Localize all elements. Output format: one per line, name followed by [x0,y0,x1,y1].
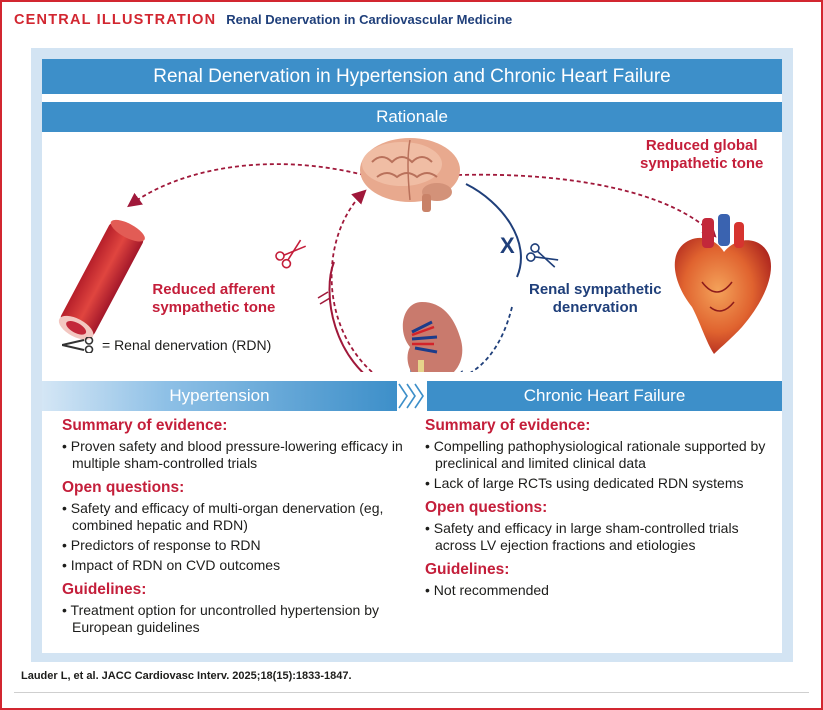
arrow-afferent-dashed [330,189,373,373]
list-item: Safety and efficacy in large sham-contro… [425,520,770,554]
questions-list: Safety and efficacy of multi-organ dener… [62,500,407,574]
blood-vessel-icon [58,219,145,340]
kidney-icon [402,302,463,390]
arrow-brain-to-vessel [127,163,365,208]
figure-title: Renal Denervation in Cardiovascular Medi… [226,12,513,27]
questions-list: Safety and efficacy in large sham-contro… [425,520,770,554]
legend-text: = Renal denervation (RDN) [102,337,272,353]
arrow-efferent-solid [465,183,522,278]
divider [14,692,809,693]
figure-header: CENTRAL ILLUSTRATION Renal Denervation i… [14,11,512,31]
arrow-efferent-dashed [450,306,513,384]
list-item: Impact of RDN on CVD outcomes [62,557,407,574]
section-heading: Open questions: [425,499,548,516]
heart-icon [674,214,772,354]
citation: Lauder L, et al. JACC Cardiovasc Interv.… [21,670,352,682]
chf-column: Summary of evidence: Compelling pathophy… [425,416,770,599]
brain-icon [360,138,460,212]
guidelines-list: Not recommended [425,582,770,599]
main-banner: Renal Denervation in Hypertension and Ch… [42,59,782,94]
list-item: Treatment option for uncontrolled hypert… [62,602,407,636]
legend: = Renal denervation (RDN) [62,337,271,353]
x-mark: X [500,233,515,258]
illustration-panel: Renal Denervation in Hypertension and Ch… [31,48,793,662]
scissors-icon [62,337,94,353]
evidence-list: Proven safety and blood pressure-lowerin… [62,438,407,472]
scissors-icon [275,239,307,269]
chevron-right-icon [398,383,424,409]
section-heading: Summary of evidence: [62,417,228,434]
section-heading: Guidelines: [425,561,510,578]
section-heading: Guidelines: [62,581,147,598]
list-item: Compelling pathophysiological rationale … [425,438,770,472]
tab-hypertension: Hypertension [42,381,397,411]
rationale-banner: Rationale [42,102,782,132]
label-reduced-global: Reduced global sympathetic tone [640,137,764,172]
list-item: Not recommended [425,582,770,599]
guidelines-list: Treatment option for uncontrolled hypert… [62,602,407,636]
central-illustration-tag: CENTRAL ILLUSTRATION [14,12,217,28]
list-item: Proven safety and blood pressure-lowerin… [62,438,407,472]
list-item: Lack of large RCTs using dedicated RDN s… [425,475,770,492]
label-renal-sympathetic: Renal sympathetic denervation [529,281,662,316]
arrow-brain-to-heart [457,173,717,238]
label-reduced-afferent: Reduced afferent sympathetic tone [152,281,276,316]
scissors-icon [525,243,559,268]
comparison-tabs: Hypertension Chronic Heart Failure [42,381,782,411]
evidence-list: Compelling pathophysiological rationale … [425,438,770,492]
section-heading: Summary of evidence: [425,417,591,434]
list-item: Safety and efficacy of multi-organ dener… [62,500,407,534]
hypertension-column: Summary of evidence: Proven safety and b… [62,416,407,636]
tab-chronic-heart-failure: Chronic Heart Failure [427,381,782,411]
section-heading: Open questions: [62,479,185,496]
list-item: Predictors of response to RDN [62,537,407,554]
illustration-inner: Renal Denervation in Hypertension and Ch… [42,59,782,653]
rationale-diagram: X [42,132,782,391]
